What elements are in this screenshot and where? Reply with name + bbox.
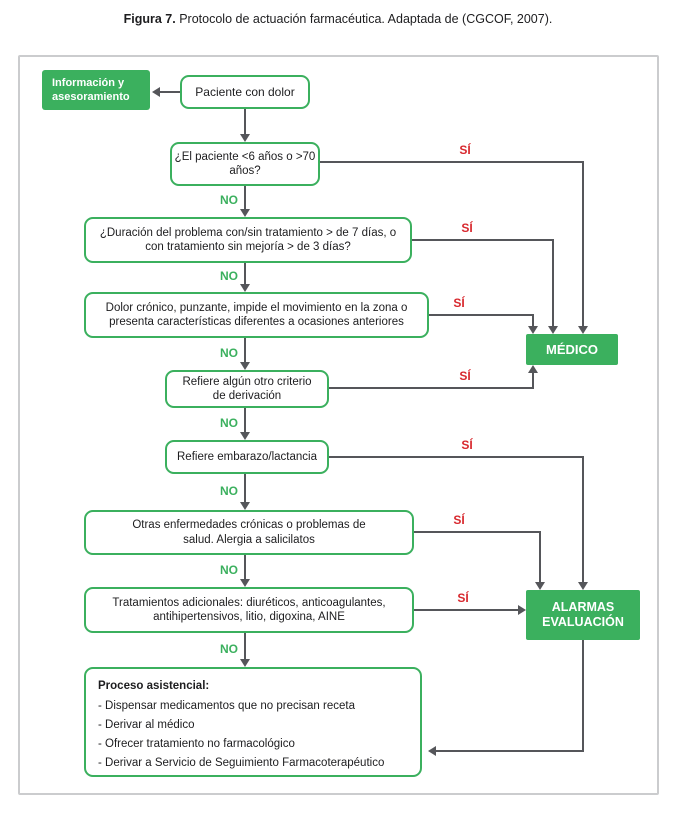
connector-si-edad: [320, 161, 584, 163]
proceso-title: Proceso asistencial:: [98, 680, 210, 692]
connector-si-cronico: [429, 314, 534, 316]
node-paciente-con-dolor: Paciente con dolor: [180, 75, 310, 109]
label-si: SÍ: [453, 296, 465, 310]
proceso-item: - Dispensar medicamentos que no precisan…: [98, 699, 355, 712]
label-no: NO: [220, 193, 238, 207]
connector-si-embarazo: [329, 456, 584, 458]
node-text: Dolor crónico, punzante, impide el movim…: [105, 301, 408, 329]
connector-si-embarazo: [582, 456, 584, 582]
node-medico: MÉDICO: [526, 334, 618, 365]
arrowhead-down-icon: [240, 659, 250, 667]
connector-paciente-info: [160, 91, 180, 93]
arrowhead-down-icon: [240, 362, 250, 370]
arrowhead-down-icon: [240, 579, 250, 587]
figure-caption-number: Figura 7.: [123, 12, 176, 26]
label-si: SÍ: [461, 438, 473, 452]
arrowhead-down-icon: [535, 582, 545, 590]
arrowhead-down-icon: [240, 432, 250, 440]
label-no: NO: [220, 563, 238, 577]
connector-si-criterio: [532, 373, 534, 388]
figure-caption-text: Protocolo de actuación farmacéutica. Ada…: [175, 12, 553, 26]
arrowhead-down-icon: [548, 326, 558, 334]
node-text: Paciente con dolor: [195, 84, 295, 99]
connector-alarmas-proceso: [436, 750, 584, 752]
arrowhead-down-icon: [240, 209, 250, 217]
node-dolor-cronico: Dolor crónico, punzante, impide el movim…: [84, 292, 429, 338]
connector-si-tratamientos: [414, 609, 518, 611]
node-proceso-asistencial: Proceso asistencial: - Dispensar medicam…: [84, 667, 422, 777]
connector-flow: [244, 474, 246, 502]
node-pregunta-duracion: ¿Duración del problema con/sin tratamien…: [84, 217, 412, 263]
node-text: MÉDICO: [546, 342, 598, 357]
label-si: SÍ: [457, 591, 469, 605]
connector-si-duracion: [552, 239, 554, 326]
connector-flow: [244, 186, 246, 209]
proceso-item: - Derivar a Servicio de Seguimiento Farm…: [98, 756, 385, 769]
node-text: ¿Duración del problema con/sin tratamien…: [99, 226, 397, 254]
node-text: Proceso asistencial: - Dispensar medicam…: [98, 679, 384, 773]
label-no: NO: [220, 269, 238, 283]
arrowhead-left-icon: [428, 746, 436, 756]
node-criterio-derivacion: Refiere algún otro criterio de derivació…: [165, 370, 329, 408]
node-pregunta-edad: ¿El paciente <6 años o >70 años?: [170, 142, 320, 186]
label-no: NO: [220, 346, 238, 360]
connector-alarmas-proceso: [582, 640, 584, 752]
flowchart-frame: Información y asesoramiento Paciente con…: [18, 55, 659, 795]
node-text: ALARMAS EVALUACIÓN: [542, 600, 624, 629]
node-text: Tratamientos adicionales: diuréticos, an…: [112, 596, 386, 624]
connector-flow: [244, 338, 246, 362]
arrowhead-down-icon: [240, 284, 250, 292]
connector-si-cronico: [532, 314, 534, 326]
label-no: NO: [220, 484, 238, 498]
label-no: NO: [220, 416, 238, 430]
arrowhead-down-icon: [578, 582, 588, 590]
node-text: Refiere embarazo/lactancia: [177, 450, 317, 463]
connector-flow: [244, 408, 246, 432]
arrowhead-down-icon: [240, 134, 250, 142]
node-text: Otras enfermedades crónicas o problemas …: [132, 519, 366, 546]
proceso-item: - Ofrecer tratamiento no farmacológico: [98, 737, 295, 750]
connector-si-otras: [539, 531, 541, 582]
arrowhead-down-icon: [240, 502, 250, 510]
label-si: SÍ: [461, 221, 473, 235]
connector-flow: [244, 633, 246, 659]
connector-flow: [244, 109, 246, 134]
node-embarazo-lactancia: Refiere embarazo/lactancia: [165, 440, 329, 474]
arrowhead-left-icon: [152, 87, 160, 97]
label-no: NO: [220, 642, 238, 656]
connector-si-edad: [582, 161, 584, 326]
node-text: ¿El paciente <6 años o >70 años?: [174, 150, 316, 178]
node-text: Refiere algún otro criterio de derivació…: [182, 375, 312, 403]
node-informacion-asesoramiento: Información y asesoramiento: [42, 70, 150, 110]
arrowhead-right-icon: [518, 605, 526, 615]
arrowhead-down-icon: [578, 326, 588, 334]
connector-si-duracion: [412, 239, 554, 241]
proceso-item: - Derivar al médico: [98, 718, 195, 731]
label-si: SÍ: [453, 513, 465, 527]
label-si: SÍ: [459, 143, 471, 157]
connector-flow: [244, 555, 246, 579]
connector-si-otras: [414, 531, 541, 533]
connector-flow: [244, 263, 246, 284]
arrowhead-up-icon: [528, 365, 538, 373]
connector-si-criterio: [329, 387, 534, 389]
node-alarmas-evaluacion: ALARMAS EVALUACIÓN: [526, 590, 640, 640]
node-tratamientos-adicionales: Tratamientos adicionales: diuréticos, an…: [84, 587, 414, 633]
node-otras-enfermedades: Otras enfermedades crónicas o problemas …: [84, 510, 414, 555]
arrowhead-down-icon: [528, 326, 538, 334]
figure-caption: Figura 7. Protocolo de actuación farmacé…: [0, 12, 676, 26]
label-si: SÍ: [459, 369, 471, 383]
